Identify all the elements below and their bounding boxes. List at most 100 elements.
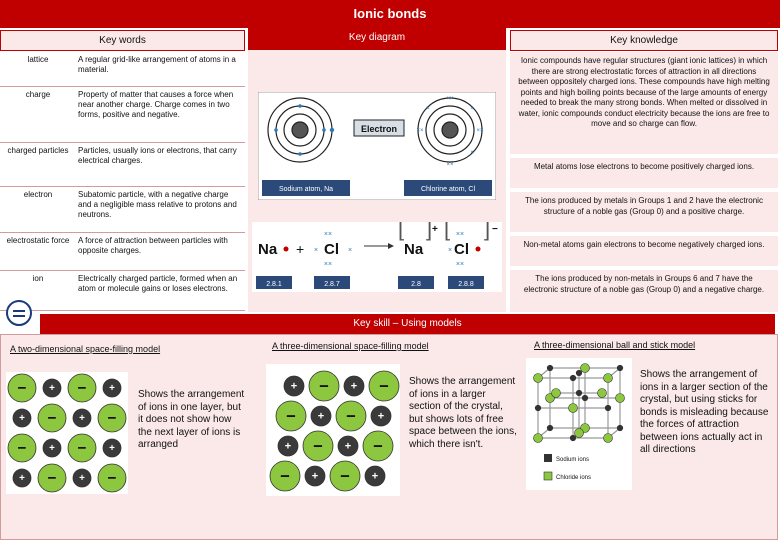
chloride-ion-sign: − xyxy=(280,467,290,485)
key-skill-heading: Key skill – Using models xyxy=(40,314,775,334)
svg-text:××: ×× xyxy=(446,162,454,168)
table-row: charge Property of matter that causes a … xyxy=(0,86,245,143)
model-2-text: Shows the arrangement of ions in a large… xyxy=(409,376,517,450)
chloride-ion xyxy=(335,400,367,432)
knowledge-item: Metal atoms lose electrons to become pos… xyxy=(510,158,778,188)
sodium-ion xyxy=(310,405,332,427)
chloride-ion-sign: − xyxy=(108,410,117,427)
sodium-ion-sign: + xyxy=(79,473,85,484)
svg-text:×: × xyxy=(426,106,430,112)
sodium-ion-sign: + xyxy=(19,473,25,484)
sodium-ion-sign: + xyxy=(291,381,297,393)
chloride-ion xyxy=(275,400,307,432)
sodium-ion xyxy=(534,404,542,412)
definition: Subatomic particle, with a negative char… xyxy=(76,186,245,233)
table-row: lattice A regular grid-like arrangement … xyxy=(0,52,245,87)
model-3-text: Shows the arrangement of ions in a large… xyxy=(640,369,769,455)
chloride-ion-sign: − xyxy=(346,407,356,425)
na-symbol: Na xyxy=(258,241,278,258)
negative-charge: − xyxy=(492,224,498,235)
definition: A regular grid-like arrangement of atoms… xyxy=(76,52,245,87)
svg-text:××: ×× xyxy=(416,128,424,134)
chloride-ion-sign: − xyxy=(319,377,329,395)
term: charged particles xyxy=(0,142,76,187)
sodium-ion-sign: + xyxy=(49,383,55,394)
sodium-ion xyxy=(581,394,589,402)
sodium-ion xyxy=(102,378,122,398)
chloride-ion xyxy=(368,370,400,402)
sodium-ion xyxy=(277,435,299,457)
school-logo-icon xyxy=(6,300,32,326)
key-diagram-heading: Key diagram xyxy=(348,32,406,43)
cl-ion-symbol: Cl xyxy=(454,241,469,258)
knowledge-item: Non-metal atoms gain electrons to become… xyxy=(510,236,778,266)
two-d-space-filling-model: −+−++−+−−+−++−+− xyxy=(6,372,128,494)
sodium-ion xyxy=(569,374,577,382)
svg-text:×: × xyxy=(348,247,352,254)
ion-formation-diagram: Na + Cl ×××× ×× [ Na ] + [ Cl ××××× ] − … xyxy=(252,222,502,292)
table-row: ion Electrically charged particle, forme… xyxy=(0,270,245,311)
chloride-ion-sign: − xyxy=(108,470,117,487)
chloride-ion xyxy=(603,433,613,443)
chloride-ion xyxy=(67,373,97,403)
positive-charge: + xyxy=(432,224,438,235)
svg-text:××: ×× xyxy=(456,261,464,268)
sodium-ion xyxy=(364,465,386,487)
model-3-caption: A three-dimensional ball and stick model xyxy=(534,340,696,350)
plus-sign: + xyxy=(296,241,304,257)
svg-text:×: × xyxy=(470,106,474,112)
cl-ion-config: 2.8.8 xyxy=(458,281,474,288)
sodium-ion xyxy=(546,364,554,372)
na-config: 2.8.1 xyxy=(266,281,282,288)
sodium-ion-sign: + xyxy=(79,413,85,424)
definition: Particles, usually ions or electrons, th… xyxy=(76,142,245,187)
chloride-ion-sign: − xyxy=(373,437,383,455)
term: charge xyxy=(0,86,76,143)
three-d-space-filling-model: +−+−−+−++−+−−+−+ xyxy=(266,364,400,496)
svg-text:]: ] xyxy=(484,222,490,241)
svg-text:××: ×× xyxy=(446,96,454,102)
sodium-ion-sign: + xyxy=(285,441,291,453)
chloride-ion xyxy=(302,430,334,462)
svg-text:××: ×× xyxy=(324,261,332,268)
chloride-ion-sign: − xyxy=(48,470,57,487)
definition: A force of attraction between particles … xyxy=(76,232,245,271)
chloride-ion xyxy=(533,373,543,383)
sodium-ion-sign: + xyxy=(109,443,115,454)
knowledge-item: The ions produced by non-metals in Group… xyxy=(510,270,778,312)
sodium-ion xyxy=(569,434,577,442)
chloride-ion xyxy=(568,403,578,413)
chloride-ion xyxy=(97,463,127,493)
sodium-ion-sign: + xyxy=(351,381,357,393)
table-row: charged particles Particles, usually ion… xyxy=(0,142,245,187)
chloride-ion-sign: − xyxy=(18,380,27,397)
chloride-ion xyxy=(308,370,340,402)
sodium-ion xyxy=(42,378,62,398)
sodium-ion-sign: + xyxy=(345,441,351,453)
svg-text:××: ×× xyxy=(456,231,464,238)
sodium-ion xyxy=(616,364,624,372)
chloride-ion xyxy=(603,373,613,383)
sodium-ion xyxy=(102,438,122,458)
sodium-ion-sign: + xyxy=(109,383,115,394)
key-words-heading: Key words xyxy=(0,30,245,51)
page-title: Ionic bonds xyxy=(0,0,780,28)
svg-text:××: ×× xyxy=(324,231,332,238)
key-words-table: lattice A regular grid-like arrangement … xyxy=(0,52,245,311)
model-2-caption: A three-dimensional space-filling model xyxy=(272,341,429,351)
svg-text:×: × xyxy=(448,247,452,254)
cl-config: 2.8.7 xyxy=(324,281,340,288)
term: lattice xyxy=(0,52,76,87)
svg-text:××: ×× xyxy=(476,128,484,134)
svg-text:[: [ xyxy=(398,222,404,241)
chloride-ion-sign: − xyxy=(18,440,27,457)
chloride-ion-sign: − xyxy=(286,407,296,425)
term: electron xyxy=(0,186,76,233)
sodium-ion-sign: + xyxy=(49,443,55,454)
sodium-ion xyxy=(575,369,583,377)
sodium-ion xyxy=(604,404,612,412)
atom-diagram: Electron ×××× ×××× ××× Sodium atom, Na C… xyxy=(258,92,496,200)
chloride-ion xyxy=(533,433,543,443)
legend-chloride: Chloride ions xyxy=(556,475,591,481)
sodium-ion xyxy=(12,408,32,428)
